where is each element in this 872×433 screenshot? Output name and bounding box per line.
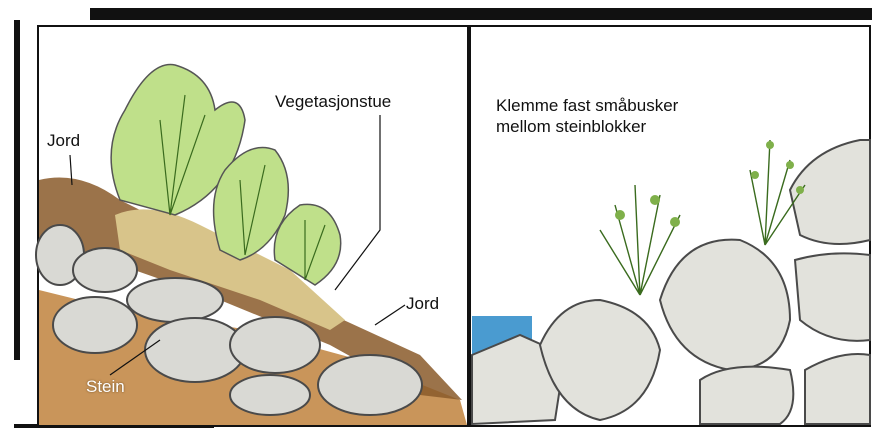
left-border xyxy=(14,20,20,360)
shrub-foliage xyxy=(615,141,804,227)
boulder xyxy=(700,367,793,424)
left-panel xyxy=(36,65,467,425)
boulder xyxy=(660,240,790,370)
top-border xyxy=(90,8,872,20)
stone xyxy=(318,355,422,415)
stone xyxy=(230,375,310,415)
label-stein: Stein xyxy=(86,377,125,397)
boulder xyxy=(795,253,870,341)
stone xyxy=(127,278,223,322)
caption-line-1: Klemme fast småbusker xyxy=(496,96,678,116)
caption-line-2: mellom steinblokker xyxy=(496,117,646,137)
stone xyxy=(73,248,137,292)
label-jord-right: Jord xyxy=(406,294,439,314)
boulder xyxy=(805,354,870,424)
boulders xyxy=(472,140,870,424)
stone xyxy=(230,317,320,373)
label-jord-top: Jord xyxy=(47,131,80,151)
label-vegetasjonstue: Vegetasjonstue xyxy=(275,92,391,112)
stone xyxy=(53,297,137,353)
right-panel xyxy=(472,140,870,424)
